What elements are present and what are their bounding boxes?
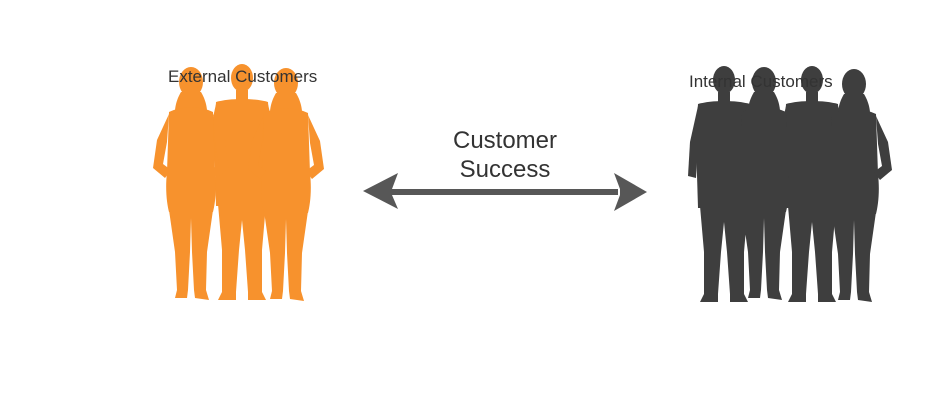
customer-success-line-1: Customer bbox=[452, 127, 558, 154]
customer-success-label: Customer Success bbox=[430, 126, 580, 184]
internal-customers-label: Internal Customers bbox=[689, 72, 833, 91]
internal-customers-icon bbox=[688, 66, 892, 302]
customer-success-line-2: Success bbox=[459, 156, 551, 183]
double-headed-arrow-icon bbox=[363, 173, 647, 211]
external-customers-icon bbox=[153, 64, 324, 301]
external-customers-label: External Customers bbox=[168, 67, 318, 86]
